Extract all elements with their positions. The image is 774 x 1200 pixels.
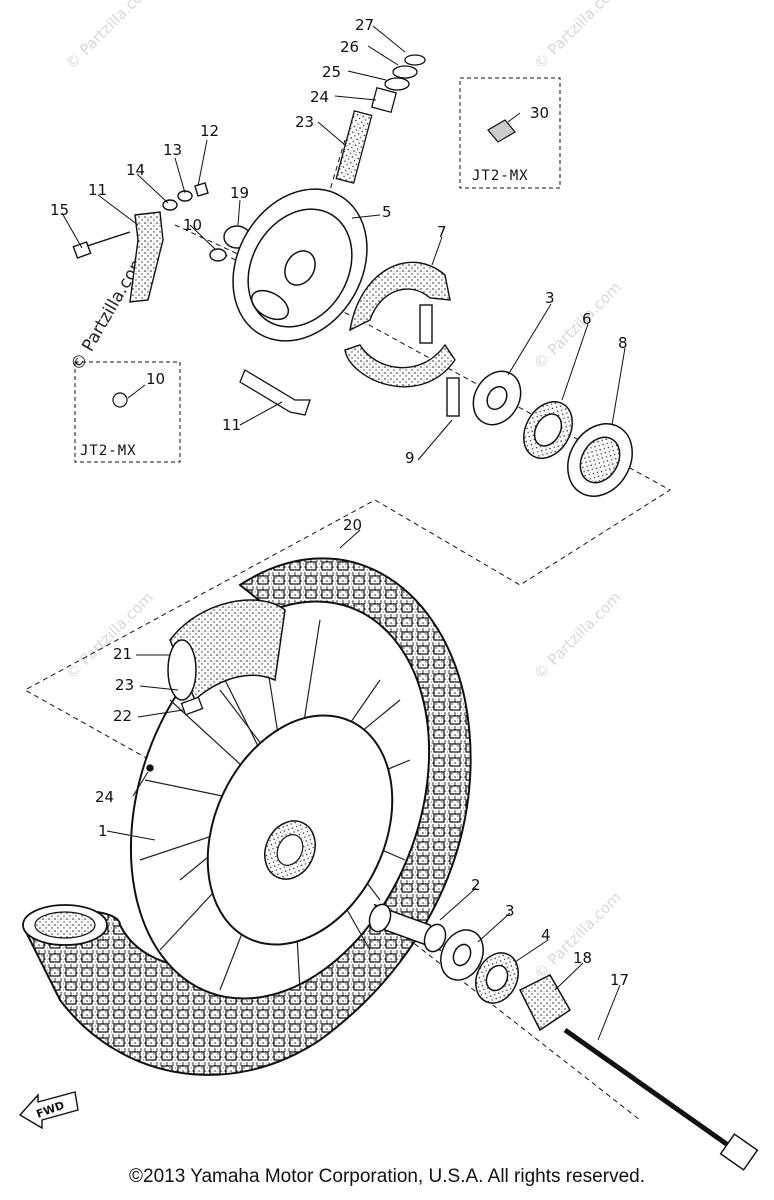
brake-shoes xyxy=(344,261,460,417)
callout-12: 11 xyxy=(88,181,107,199)
washer-27 xyxy=(384,77,410,91)
valve-parts xyxy=(146,696,204,772)
watermark: © Partzilla.com xyxy=(530,588,625,683)
callout-13: 15 xyxy=(50,201,69,219)
callout-7: 6 xyxy=(582,310,592,328)
speedo-drive-assembly xyxy=(335,54,426,184)
callout-27: 25 xyxy=(322,63,341,81)
wheel-assembly xyxy=(22,557,472,1076)
hub-bearing-set-upper xyxy=(472,370,633,497)
callout-8: 7 xyxy=(437,223,447,241)
brake-panel xyxy=(232,188,368,342)
bushing-26 xyxy=(370,86,398,114)
inner-tube xyxy=(169,599,286,702)
callout-14: 12 xyxy=(200,122,219,140)
callout-25: 23 xyxy=(295,113,314,131)
callout-9: 9 xyxy=(405,449,415,467)
callout-11: 11 xyxy=(222,416,241,434)
callout-15: 13 xyxy=(163,141,182,159)
callout-17: 17 xyxy=(610,971,629,989)
brake-camshaft xyxy=(239,369,311,416)
callout-1: 1 xyxy=(98,822,108,840)
collar-18 xyxy=(518,974,571,1032)
model-box-label: JT2-MX xyxy=(472,168,529,184)
axle-17 xyxy=(563,1027,737,1153)
model-box-jt2mx-left: JT2-MX xyxy=(74,361,181,463)
callout-28: 26 xyxy=(340,38,359,56)
copyright-notice: ©2013 Yamaha Motor Corporation, U.S.A. A… xyxy=(129,1166,645,1187)
callout-3: 3 xyxy=(545,289,555,307)
callout-18: 18 xyxy=(573,949,592,967)
callout-23: 23 xyxy=(115,676,134,694)
callout-10-box: 10 xyxy=(146,370,165,388)
circlip-29 xyxy=(404,54,426,66)
callout-19: 19 xyxy=(230,184,249,202)
callout-24: 24 xyxy=(95,788,114,806)
callout-26: 24 xyxy=(310,88,329,106)
model-box-label: JT2-MX xyxy=(80,443,137,459)
washer-28 xyxy=(392,65,418,79)
callout-5: 5 xyxy=(382,203,392,221)
direction-arrow: FWD xyxy=(18,1091,79,1130)
watermark: © Partzilla.com xyxy=(530,0,625,73)
callout-3-lower: 3 xyxy=(505,902,515,920)
brake-cam-lever xyxy=(72,182,251,303)
callout-10: 10 xyxy=(183,216,202,234)
callout-2: 2 xyxy=(471,876,481,894)
callout-6: 8 xyxy=(618,334,628,352)
axle-parts xyxy=(368,903,759,1171)
callout-numbers: 27 26 25 24 23 30 12 13 14 11 15 19 10 5… xyxy=(50,16,629,989)
callout-20: 20 xyxy=(343,516,362,534)
model-box-jt2mx-top: JT2-MX xyxy=(459,77,561,189)
callout-21: 21 xyxy=(113,645,132,663)
callout-30: 30 xyxy=(530,104,549,122)
gear-shaft-25 xyxy=(335,110,373,184)
callout-4: 4 xyxy=(541,926,551,944)
callouts xyxy=(61,25,626,1041)
callout-16: 14 xyxy=(126,161,145,179)
watermark: © Partzilla.com xyxy=(62,588,157,683)
callout-29: 27 xyxy=(355,16,374,34)
watermark: © Partzilla.com xyxy=(62,0,157,73)
callout-22: 22 xyxy=(113,707,132,725)
